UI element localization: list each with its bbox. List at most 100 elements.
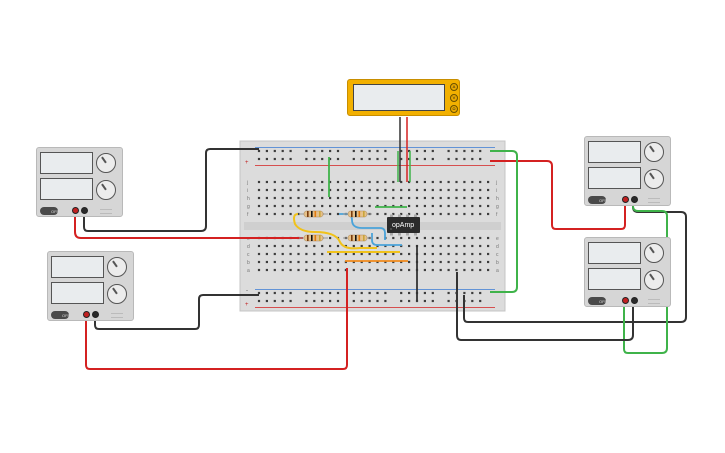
breadboard-hole[interactable] — [463, 291, 466, 295]
breadboard-hole[interactable] — [455, 212, 458, 216]
current-knob[interactable] — [96, 180, 116, 200]
breadboard-hole[interactable] — [487, 260, 490, 264]
breadboard-hole[interactable] — [487, 268, 490, 272]
breadboard-hole[interactable] — [313, 268, 316, 272]
breadboard-hole[interactable] — [336, 291, 340, 295]
breadboard-hole[interactable] — [400, 149, 403, 153]
breadboard-hole[interactable] — [447, 180, 450, 184]
breadboard-hole[interactable] — [344, 180, 347, 184]
breadboard-hole[interactable] — [463, 149, 466, 153]
breadboard-hole[interactable] — [273, 268, 276, 272]
breadboard-hole[interactable] — [392, 260, 395, 264]
breadboard-hole[interactable] — [384, 268, 387, 272]
breadboard-hole[interactable] — [471, 236, 474, 240]
voltage-knob[interactable] — [644, 243, 664, 263]
breadboard-hole[interactable] — [471, 188, 474, 192]
positive-terminal[interactable] — [622, 196, 629, 203]
breadboard-hole[interactable] — [400, 236, 403, 240]
breadboard-hole[interactable] — [431, 260, 434, 264]
breadboard-hole[interactable] — [376, 180, 379, 184]
breadboard-hole[interactable] — [415, 180, 419, 184]
breadboard-hole[interactable] — [376, 260, 379, 264]
breadboard-hole[interactable] — [431, 291, 434, 295]
breadboard-hole[interactable] — [368, 260, 371, 264]
breadboard-hole[interactable] — [431, 236, 434, 240]
breadboard-hole[interactable] — [423, 157, 426, 161]
breadboard-hole[interactable] — [329, 180, 332, 184]
breadboard-hole[interactable] — [471, 180, 474, 184]
breadboard-hole[interactable] — [447, 299, 450, 303]
breadboard-hole[interactable] — [439, 244, 442, 248]
breadboard-hole[interactable] — [352, 244, 355, 248]
breadboard-hole[interactable] — [447, 291, 450, 295]
breadboard-hole[interactable] — [360, 244, 363, 248]
breadboard-hole[interactable] — [289, 196, 292, 200]
breadboard-hole[interactable] — [463, 260, 466, 264]
breadboard-hole[interactable] — [392, 196, 395, 200]
breadboard-hole[interactable] — [297, 180, 300, 184]
positive-terminal[interactable] — [622, 297, 629, 304]
breadboard-hole[interactable] — [463, 180, 466, 184]
breadboard-hole[interactable] — [360, 291, 363, 295]
breadboard-hole[interactable] — [281, 204, 284, 208]
breadboard-hole[interactable] — [384, 244, 387, 248]
breadboard-hole[interactable] — [471, 149, 474, 153]
breadboard-hole[interactable] — [329, 204, 332, 208]
breadboard-hole[interactable] — [400, 252, 403, 256]
breadboard-hole[interactable] — [273, 157, 276, 161]
breadboard-hole[interactable] — [455, 157, 458, 161]
breadboard-hole[interactable] — [336, 260, 340, 264]
breadboard-hole[interactable] — [408, 149, 411, 153]
breadboard-hole[interactable] — [455, 204, 458, 208]
breadboard-hole[interactable] — [471, 157, 474, 161]
breadboard-hole[interactable] — [336, 244, 340, 248]
breadboard-hole[interactable] — [289, 157, 292, 161]
breadboard-hole[interactable] — [384, 291, 387, 295]
breadboard-hole[interactable] — [305, 180, 308, 184]
breadboard-hole[interactable] — [408, 236, 411, 240]
wire-green[interactable] — [490, 150, 518, 293]
breadboard-hole[interactable] — [479, 149, 482, 153]
breadboard-hole[interactable] — [352, 252, 355, 256]
breadboard-hole[interactable] — [329, 244, 332, 248]
breadboard-hole[interactable] — [408, 212, 411, 216]
breadboard-hole[interactable] — [376, 204, 379, 208]
breadboard-hole[interactable] — [289, 188, 292, 192]
breadboard-hole[interactable] — [297, 188, 300, 192]
power-supply[interactable]: OFF — [36, 147, 123, 217]
breadboard-hole[interactable] — [431, 252, 434, 256]
breadboard-hole[interactable] — [344, 260, 347, 264]
breadboard-hole[interactable] — [257, 260, 261, 264]
breadboard-hole[interactable] — [329, 299, 332, 303]
voltage-knob[interactable] — [107, 257, 127, 277]
breadboard-hole[interactable] — [336, 299, 340, 303]
breadboard-hole[interactable] — [305, 260, 308, 264]
breadboard-hole[interactable] — [439, 268, 442, 272]
breadboard-hole[interactable] — [487, 244, 490, 248]
breadboard-hole[interactable] — [439, 180, 442, 184]
breadboard-hole[interactable] — [281, 188, 284, 192]
breadboard-hole[interactable] — [455, 196, 458, 200]
breadboard-hole[interactable] — [408, 268, 411, 272]
breadboard-hole[interactable] — [289, 291, 292, 295]
breadboard-hole[interactable] — [360, 180, 363, 184]
breadboard-hole[interactable] — [321, 204, 324, 208]
breadboard-hole[interactable] — [384, 149, 387, 153]
breadboard-hole[interactable] — [431, 157, 434, 161]
breadboard-hole[interactable] — [487, 180, 490, 184]
breadboard-hole[interactable] — [368, 204, 371, 208]
breadboard-hole[interactable] — [392, 188, 395, 192]
breadboard-hole[interactable] — [257, 268, 261, 272]
breadboard-hole[interactable] — [392, 212, 395, 216]
breadboard-hole[interactable] — [447, 204, 450, 208]
breadboard-hole[interactable] — [447, 196, 450, 200]
breadboard-hole[interactable] — [352, 188, 355, 192]
breadboard-hole[interactable] — [257, 244, 261, 248]
breadboard-hole[interactable] — [257, 252, 261, 256]
breadboard-hole[interactable] — [376, 268, 379, 272]
breadboard-hole[interactable] — [431, 299, 434, 303]
breadboard-hole[interactable] — [289, 204, 292, 208]
positive-terminal[interactable] — [72, 207, 79, 214]
breadboard-hole[interactable] — [455, 149, 458, 153]
